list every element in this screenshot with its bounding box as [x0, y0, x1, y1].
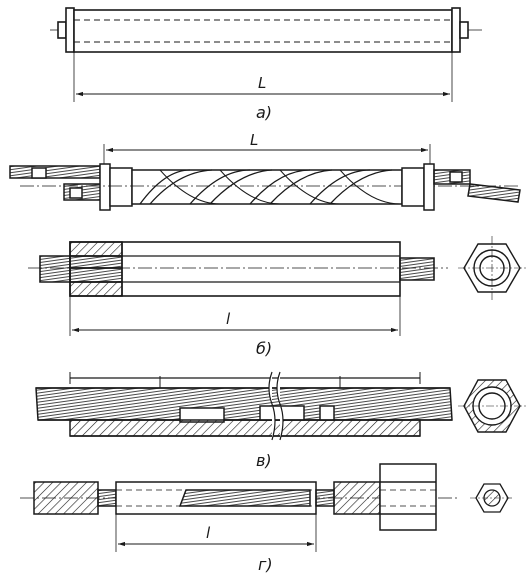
figure-label-g: г): [258, 555, 273, 574]
section-view-b: [458, 236, 526, 300]
dimension-label-L-twist: L: [250, 131, 258, 149]
dimension-label-l-g: l: [206, 524, 211, 542]
section-view-v: [458, 379, 526, 433]
dimension-label-L-a: L: [258, 74, 266, 92]
figure-twisted-rod: [9, 144, 521, 211]
figure-v: [35, 371, 453, 441]
section-view-g: [470, 483, 514, 513]
figure-label-a: а): [256, 103, 272, 122]
figure-g: [20, 463, 458, 552]
figure-label-v: в): [256, 451, 272, 470]
figure-label-b: б): [256, 339, 272, 358]
dimension-label-l-b: l: [226, 310, 231, 328]
figure-a: [50, 7, 482, 102]
figure-b: [28, 241, 448, 336]
